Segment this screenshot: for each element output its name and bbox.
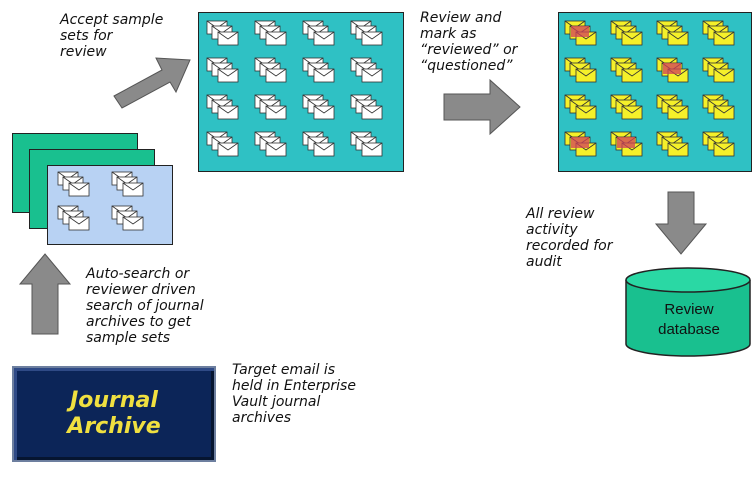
envelope-stack-icon	[254, 131, 288, 157]
arrow-to-database	[654, 191, 708, 255]
envelope-stack-icon	[57, 205, 91, 231]
arrow-to-reviewed-panel	[443, 78, 521, 136]
envelope-stack-icon	[254, 57, 288, 83]
envelope-stack-icon	[350, 131, 384, 157]
envelope-stack-icon	[350, 57, 384, 83]
reviewed-panel-envelopes	[558, 12, 750, 170]
envelope-stack-icon	[254, 94, 288, 120]
sample-set-panel-front	[47, 165, 173, 245]
envelope-stack-icon	[610, 20, 644, 46]
note-review-and-mark: Review and mark as “reviewed” or “questi…	[420, 10, 518, 74]
review-database-label: Review database	[626, 300, 752, 340]
arrow-to-review-panel	[113, 57, 191, 109]
questioned-envelope-icon	[656, 57, 690, 83]
journal-archive-label-line1: Journal	[70, 388, 158, 413]
review-panel-envelopes	[198, 12, 402, 170]
envelope-stack-icon	[610, 94, 644, 120]
envelope-stack-icon	[206, 94, 240, 120]
envelope-stack-icon	[564, 57, 598, 83]
questioned-envelope-icon	[564, 131, 598, 157]
envelope-stack-icon	[111, 205, 145, 231]
envelope-stack-icon	[206, 20, 240, 46]
database-cylinder-icon	[625, 267, 751, 357]
envelope-stack-icon	[206, 57, 240, 83]
envelope-stack-icon	[610, 57, 644, 83]
review-database-line2: database	[658, 321, 720, 338]
envelope-stack-icon	[302, 131, 336, 157]
envelope-stack-icon	[656, 20, 690, 46]
journal-archive-label-line2: Archive	[67, 414, 161, 439]
envelope-stack-icon	[206, 131, 240, 157]
envelope-stack-icon	[702, 131, 736, 157]
note-accept-sample-sets: Accept sample sets for review	[60, 12, 164, 60]
arrow-up-from-archive	[18, 253, 72, 335]
envelope-stack-icon	[702, 20, 736, 46]
review-database-line1: Review	[664, 301, 714, 318]
note-review-activity-recorded: All review activity recorded for audit	[526, 206, 613, 270]
envelope-stack-icon	[302, 57, 336, 83]
envelope-stack-icon	[302, 20, 336, 46]
questioned-envelope-icon	[610, 131, 644, 157]
envelope-stack-icon	[656, 94, 690, 120]
envelope-stack-icon	[350, 94, 384, 120]
envelope-stack-icon	[702, 94, 736, 120]
envelope-stack-icon	[254, 20, 288, 46]
envelope-stack-icon	[702, 57, 736, 83]
note-target-email: Target email is held in Enterprise Vault…	[232, 362, 356, 426]
note-auto-search: Auto-search or reviewer driven search of…	[86, 266, 204, 346]
envelope-stack-icon	[656, 131, 690, 157]
envelope-stack-icon	[564, 94, 598, 120]
envelope-stack-icon	[57, 171, 91, 197]
envelope-stack-icon	[350, 20, 384, 46]
journal-archive-box: Journal Archive	[12, 366, 216, 462]
envelope-stack-icon	[302, 94, 336, 120]
envelope-stack-icon	[111, 171, 145, 197]
sample-set-envelopes	[47, 165, 171, 243]
questioned-envelope-icon	[564, 20, 598, 46]
